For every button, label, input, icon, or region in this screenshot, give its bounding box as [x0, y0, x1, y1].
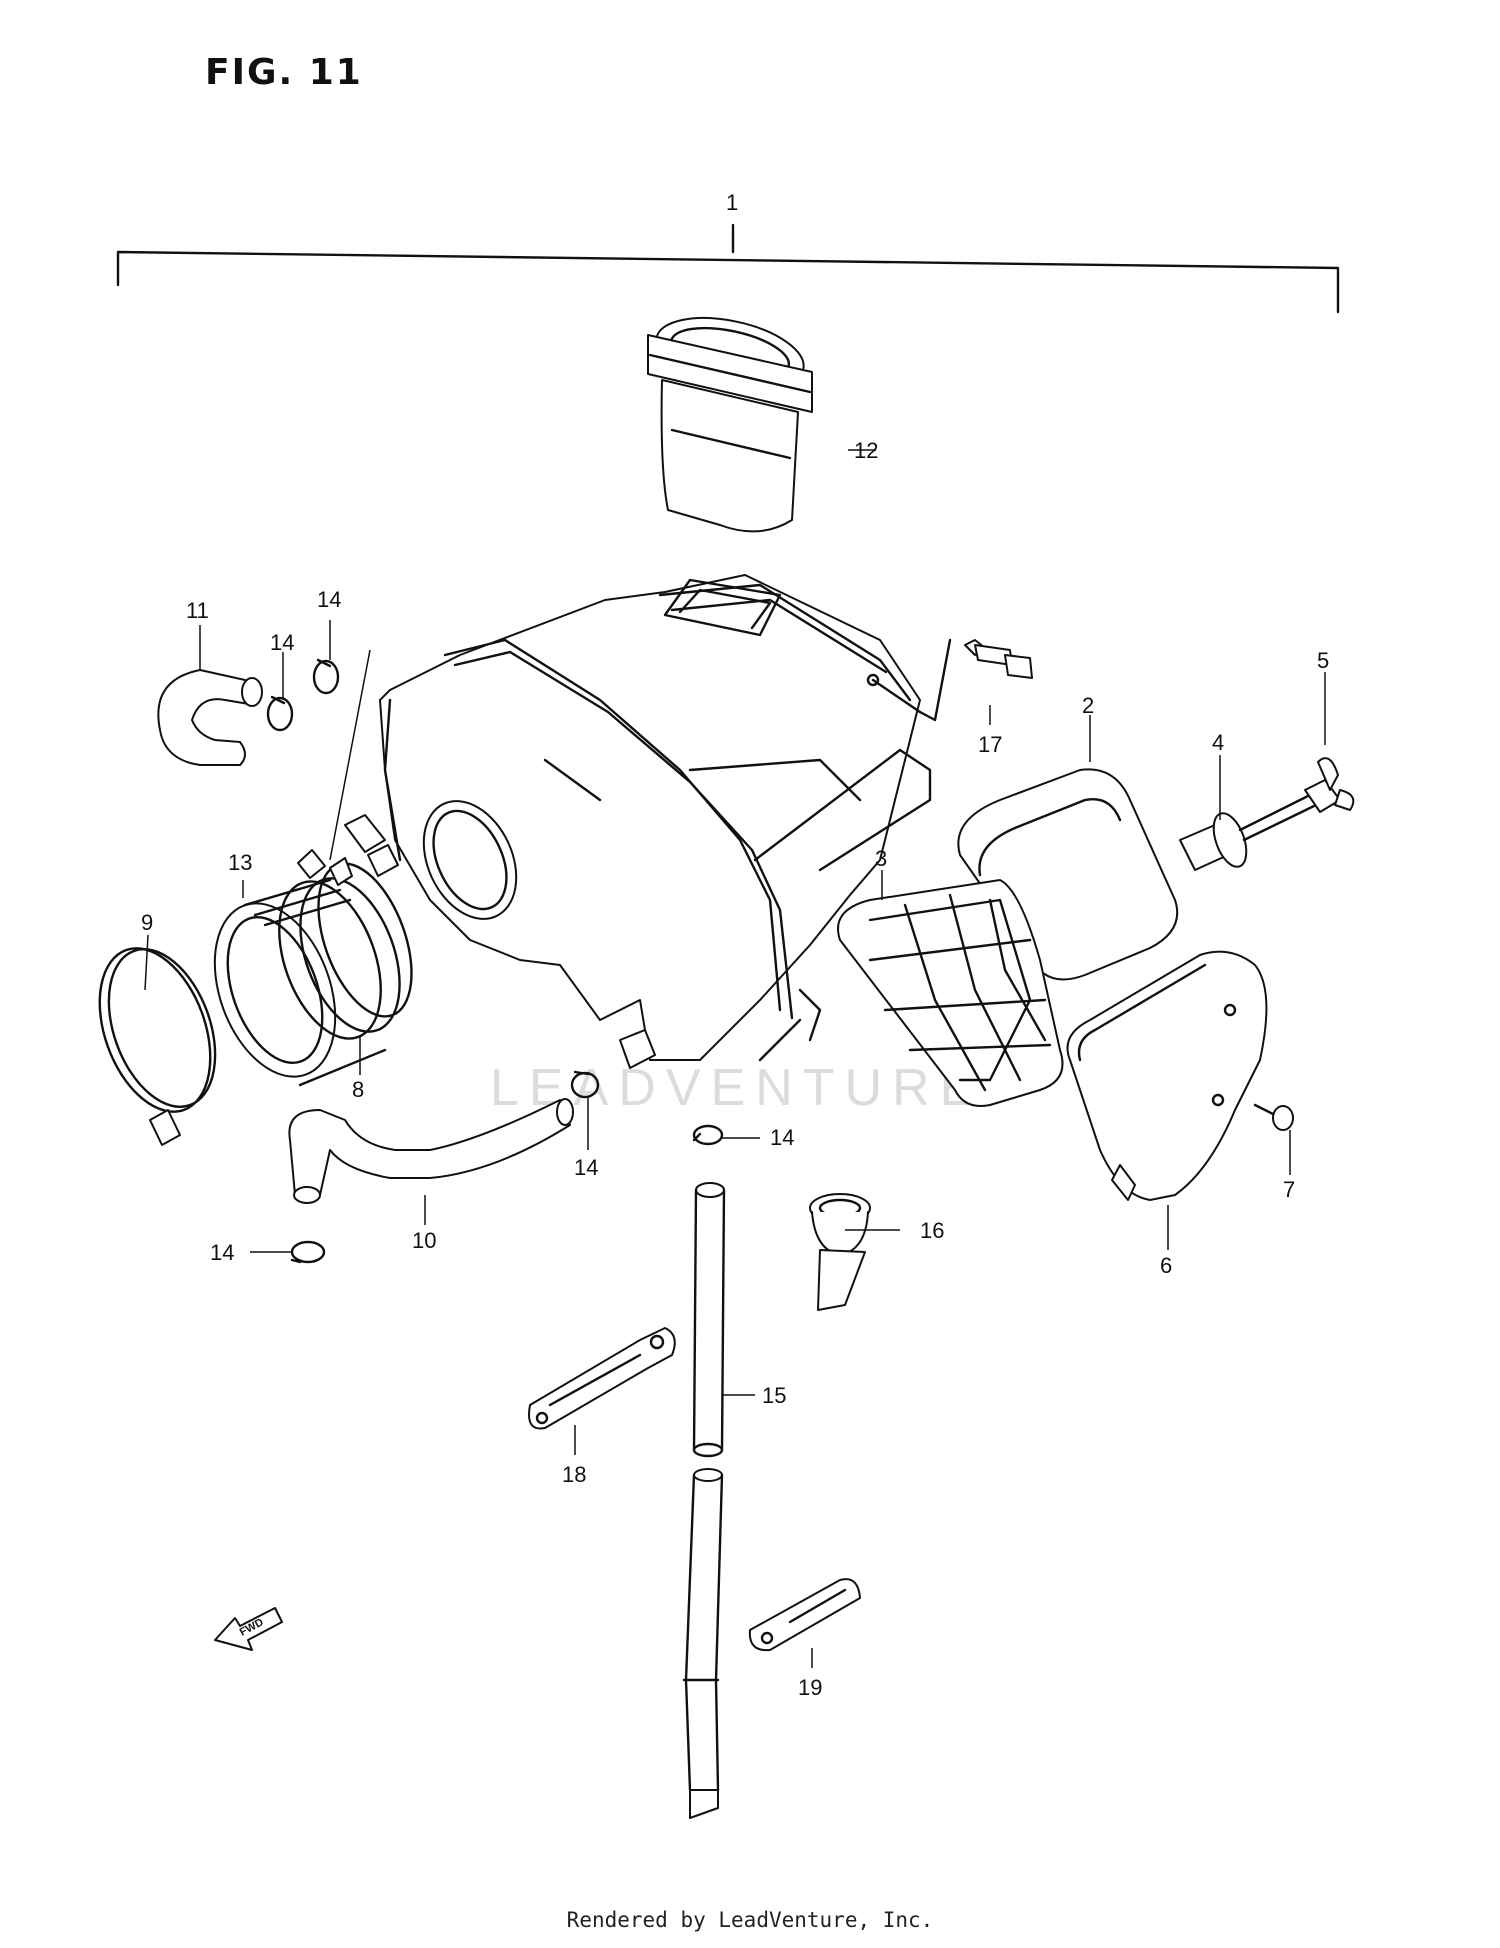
callout-18: 18	[562, 1462, 586, 1487]
figure-title: FIG. 11	[205, 52, 363, 93]
callout-14-b: 14	[270, 630, 294, 655]
callout-1: 1	[726, 190, 738, 215]
part-17-bolt	[871, 638, 1033, 722]
footer-credit: Rendered by LeadVenture, Inc.	[566, 1908, 934, 1932]
callout-14-c: 14	[574, 1155, 598, 1180]
callout-14-d: 14	[770, 1125, 794, 1150]
callout-13: 13	[228, 850, 252, 875]
callout-5: 5	[1317, 648, 1329, 673]
part-13-intake-tube	[213, 877, 401, 1087]
callout-15: 15	[762, 1383, 786, 1408]
part-19-strap	[748, 1578, 861, 1652]
callout-7: 7	[1283, 1177, 1295, 1202]
part-9-clamp	[98, 947, 217, 1146]
part-16-drain-cap	[809, 1193, 871, 1311]
part-8-clamp	[297, 849, 413, 1018]
part-15-drain-tube	[682, 1182, 726, 1819]
part-18-strap	[528, 1327, 676, 1430]
callout-12: 12	[854, 438, 878, 463]
callout-14-a: 14	[317, 587, 341, 612]
air-box-case	[344, 574, 932, 1069]
assembly-bracket	[116, 223, 1340, 314]
callout-3: 3	[875, 846, 887, 871]
callout-4: 4	[1212, 730, 1224, 755]
callout-16: 16	[920, 1218, 944, 1243]
part-4-bushing	[1179, 812, 1248, 871]
callout-9: 9	[141, 910, 153, 935]
leader-lines	[144, 449, 1326, 1668]
part-11-hose	[157, 669, 263, 766]
callout-6: 6	[1160, 1253, 1172, 1278]
part-6-cover-plate	[1066, 950, 1268, 1201]
part-5-wing-bolt	[1238, 757, 1355, 842]
callout-17: 17	[978, 732, 1002, 757]
part-12-intake-boot	[647, 317, 813, 533]
callout-8: 8	[352, 1077, 364, 1102]
callout-14-e: 14	[210, 1240, 234, 1265]
callout-10: 10	[412, 1228, 436, 1253]
part-7-screw	[1253, 1103, 1294, 1131]
fwd-arrow-icon: FWD	[214, 1607, 283, 1651]
callout-11: 11	[186, 598, 209, 623]
callout-2: 2	[1082, 693, 1094, 718]
callout-19: 19	[798, 1675, 822, 1700]
part-3-filter-holder	[837, 879, 1064, 1107]
part-10-hose	[288, 1098, 574, 1204]
callout-labels: 1 2 3 4 5 6 7 8 9 10 11 12 13 14 14 14 1…	[141, 190, 1329, 1700]
part-14-hose-clips	[266, 658, 724, 1264]
